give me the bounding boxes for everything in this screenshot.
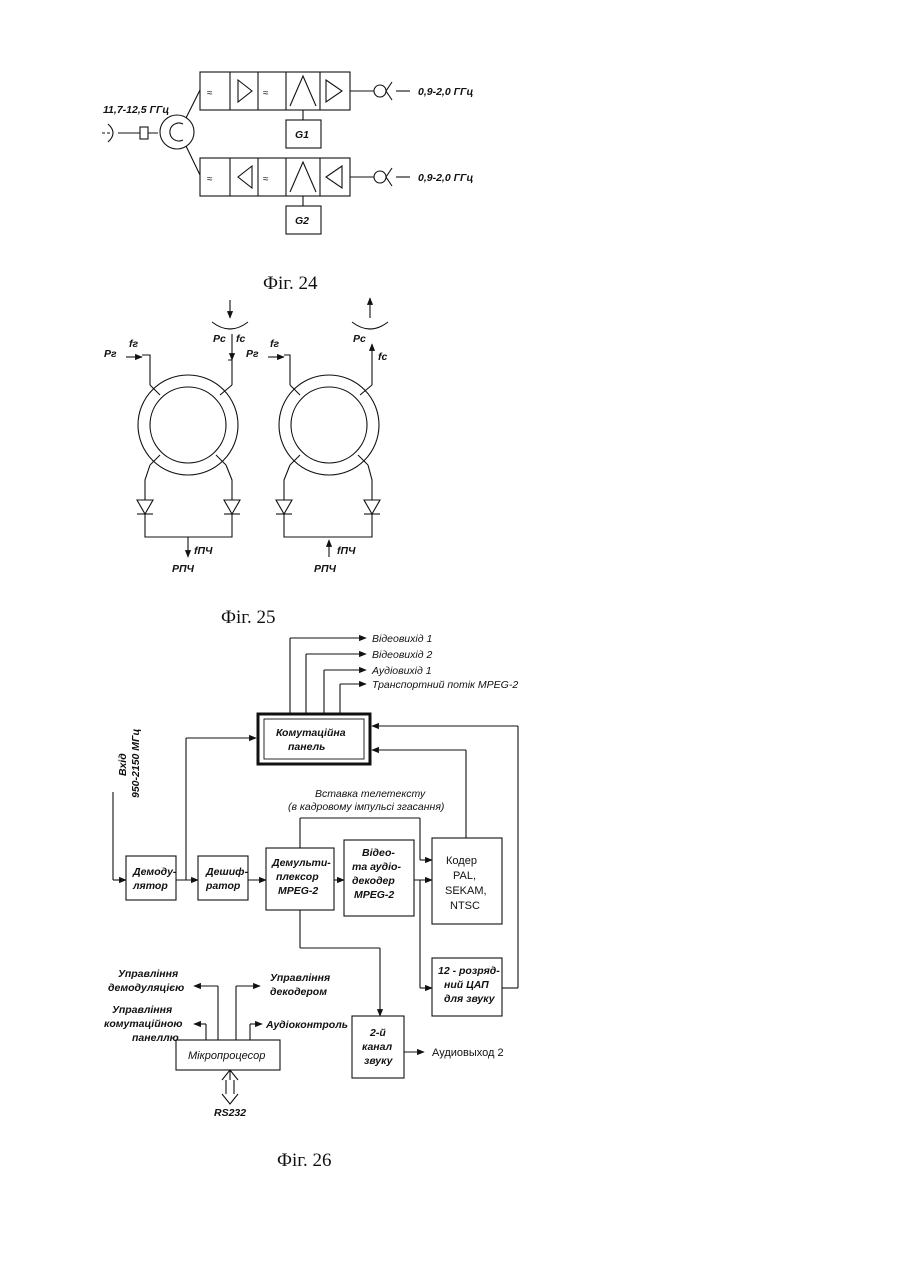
output-video2: Відеовихід 2 (372, 649, 432, 661)
left-fif: fПЧ (194, 545, 213, 557)
filter-icon: ≈ (263, 174, 269, 185)
oscillator-g1: G1 (295, 129, 309, 141)
oscillator-g2: G2 (295, 215, 309, 227)
right-pif: PПЧ (314, 563, 337, 575)
demux-line1: Демульти- (271, 857, 331, 869)
encoder-line4: NTSC (450, 900, 480, 912)
encoder-line1: Кодер (446, 855, 477, 867)
av-decoder-line3: декодер (352, 875, 395, 887)
teletext-label-1: Вставка телетексту (315, 788, 426, 800)
ring-coupler-icon (138, 375, 238, 475)
circulator-icon (160, 90, 200, 175)
demodulator-block (126, 856, 176, 900)
encoder-line3: SEKAM, (445, 885, 487, 897)
left-pif: PПЧ (172, 563, 195, 575)
right-fg: fг (270, 338, 279, 350)
right-pc: Pc (353, 333, 366, 345)
fig24-output-band-bottom: 0,9-2,0 ГГц (418, 172, 473, 184)
right-fc: fc (378, 351, 387, 363)
diode-icon (364, 500, 380, 514)
av-decoder-line4: MPEG-2 (354, 889, 394, 901)
fig25-right-mixer: Pc fc fг Pг fПЧ PПЧ (246, 298, 388, 575)
dac-line1: 12 - розряд- (438, 965, 500, 977)
output-transport-stream: Транспортний потік MPEG-2 (372, 679, 518, 691)
diode-icon (137, 500, 153, 514)
input-label: Вхід (117, 753, 129, 776)
demux-line3: MPEG-2 (278, 885, 318, 897)
audio-control-label: Аудіоконтроль (265, 1019, 348, 1031)
ctrl-decoder-line2: декодером (270, 986, 327, 998)
audio-out2-label: Аудиовыход 2 (432, 1047, 504, 1059)
descrambler-line2: ратор (205, 880, 241, 892)
fig24-input-band: 11,7-12,5 ГГц (103, 104, 169, 116)
right-pg: Pг (246, 348, 259, 360)
ctrl-demod-line2: демодуляцією (108, 982, 184, 994)
dac-line2: ний ЦАП (444, 979, 489, 991)
output-audio1: Аудіовихід 1 (371, 665, 432, 677)
rs232-label: RS232 (214, 1107, 246, 1119)
fig26-receiver-block-diagram: Відеовихід 1 Відеовихід 2 Аудіовихід 1 Т… (104, 633, 518, 1171)
left-fg: fг (129, 338, 138, 350)
audio-ch2-line1: 2-й (369, 1027, 386, 1039)
switch-panel-line1: Комутаційна (276, 727, 346, 739)
av-decoder-line2: та аудіо- (352, 861, 401, 873)
ring-coupler-icon (279, 375, 379, 475)
diode-icon (276, 500, 292, 514)
descrambler-block (198, 856, 248, 900)
filter-icon: ≈ (207, 174, 213, 185)
dac-line3: для звуку (444, 993, 496, 1005)
dish-icon (212, 322, 248, 329)
right-fif: fПЧ (337, 545, 356, 557)
fig25-balanced-mixers: Pc fc fг Pг fПЧ PП (104, 298, 388, 628)
ctrl-decoder-line1: Управління (270, 972, 330, 984)
left-pc: Pc (213, 333, 226, 345)
left-fc: fc (236, 333, 245, 345)
encoder-line2: PAL, (453, 870, 476, 882)
fig26-caption: Фіг. 26 (277, 1150, 331, 1171)
ctrl-switch-line1: Управління (112, 1004, 172, 1016)
input-band: 950-2150 МГц (130, 729, 142, 798)
fig24-bottom-chain: ≈ ≈ 0,9-2,0 ГГц G2 (200, 158, 473, 234)
fig25-caption: Фіг. 25 (221, 607, 275, 628)
rs232-bus-icon (222, 1070, 238, 1104)
dish-icon (352, 322, 388, 329)
ctrl-switch-line3: панеллю (132, 1032, 179, 1044)
audio-ch2-line3: звуку (364, 1055, 394, 1067)
demodulator-line1: Демоду- (132, 866, 177, 878)
antenna-feed-icon (102, 124, 158, 142)
av-decoder-line1: Відео- (362, 847, 395, 859)
demux-line2: плексор (276, 871, 319, 883)
output-video1: Відеовихід 1 (372, 633, 432, 645)
fig25-left-mixer: Pc fc fг Pг fПЧ PП (104, 300, 248, 575)
switch-panel-block: Комутаційна панель (258, 714, 370, 764)
microprocessor-label: Мікропроцесор (188, 1050, 265, 1062)
teletext-label-2: (в кадровому імпульсі згасання) (288, 801, 444, 813)
filter-icon: ≈ (207, 88, 213, 99)
fig24-converter-diagram: 11,7-12,5 ГГц ≈ ≈ 0,9-2,0 ГГц (102, 72, 473, 294)
demodulator-line2: лятор (132, 880, 168, 892)
switch-panel-line2: панель (288, 741, 325, 753)
ctrl-demod-line1: Управління (118, 968, 178, 980)
connector-icon (374, 171, 386, 183)
audio-ch2-line2: канал (362, 1041, 393, 1053)
filter-icon: ≈ (263, 88, 269, 99)
fig24-caption: Фіг. 24 (263, 273, 318, 294)
descrambler-line1: Дешиф- (205, 866, 248, 878)
fig24-top-chain: ≈ ≈ 0,9-2,0 ГГц G1 (200, 72, 473, 148)
fig24-output-band-top: 0,9-2,0 ГГц (418, 86, 473, 98)
left-pg: Pг (104, 348, 117, 360)
ctrl-switch-line2: комутаційною (104, 1018, 182, 1030)
diode-icon (224, 500, 240, 514)
connector-icon (374, 85, 386, 97)
